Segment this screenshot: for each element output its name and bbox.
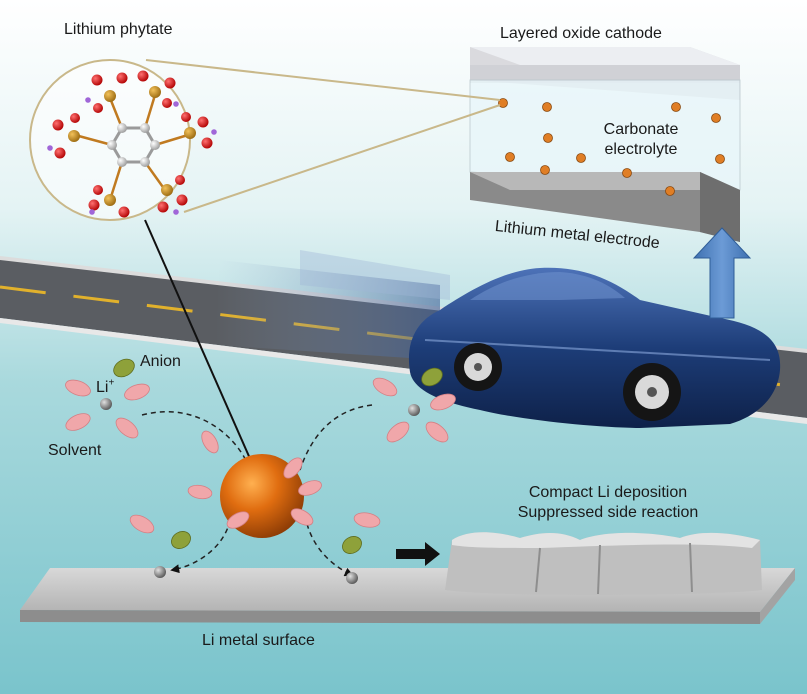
li-metal-surface-label: Li metal surface: [202, 632, 315, 649]
li-ion-label-base: Li: [96, 379, 109, 396]
li-ion-label: Li+: [96, 378, 114, 398]
solvent-label: Solvent: [48, 442, 102, 459]
solvent-molecules: [65, 377, 456, 534]
li-ions: [100, 398, 420, 584]
electrolyte-li-dots: [498, 98, 725, 196]
li-ion-label-charge: +: [108, 377, 115, 389]
additive-arrow: [144, 219, 257, 473]
car-motion-blur: [215, 250, 450, 360]
result-label-line2: Suppressed side reaction: [517, 504, 699, 521]
electrolyte-label-line2: electrolyte: [604, 141, 678, 158]
lithium-phytate-label: Lithium phytate: [64, 21, 173, 38]
cathode-label: Layered oxide cathode: [500, 25, 662, 42]
anion-label: Anion: [140, 353, 181, 370]
anion-molecules: [113, 358, 443, 554]
compact-li-deposit: [445, 532, 762, 595]
car-icon: [408, 267, 781, 428]
magnifier-lines: [145, 59, 501, 213]
electrolyte-label-line1: Carbonate: [603, 121, 679, 138]
magnifier-circle: [29, 59, 191, 221]
result-label-line1: Compact Li deposition: [528, 484, 688, 501]
right-arrow-icon: [396, 542, 440, 566]
lithium-phytate-molecule: [47, 70, 217, 218]
up-arrow-icon: [692, 227, 752, 319]
